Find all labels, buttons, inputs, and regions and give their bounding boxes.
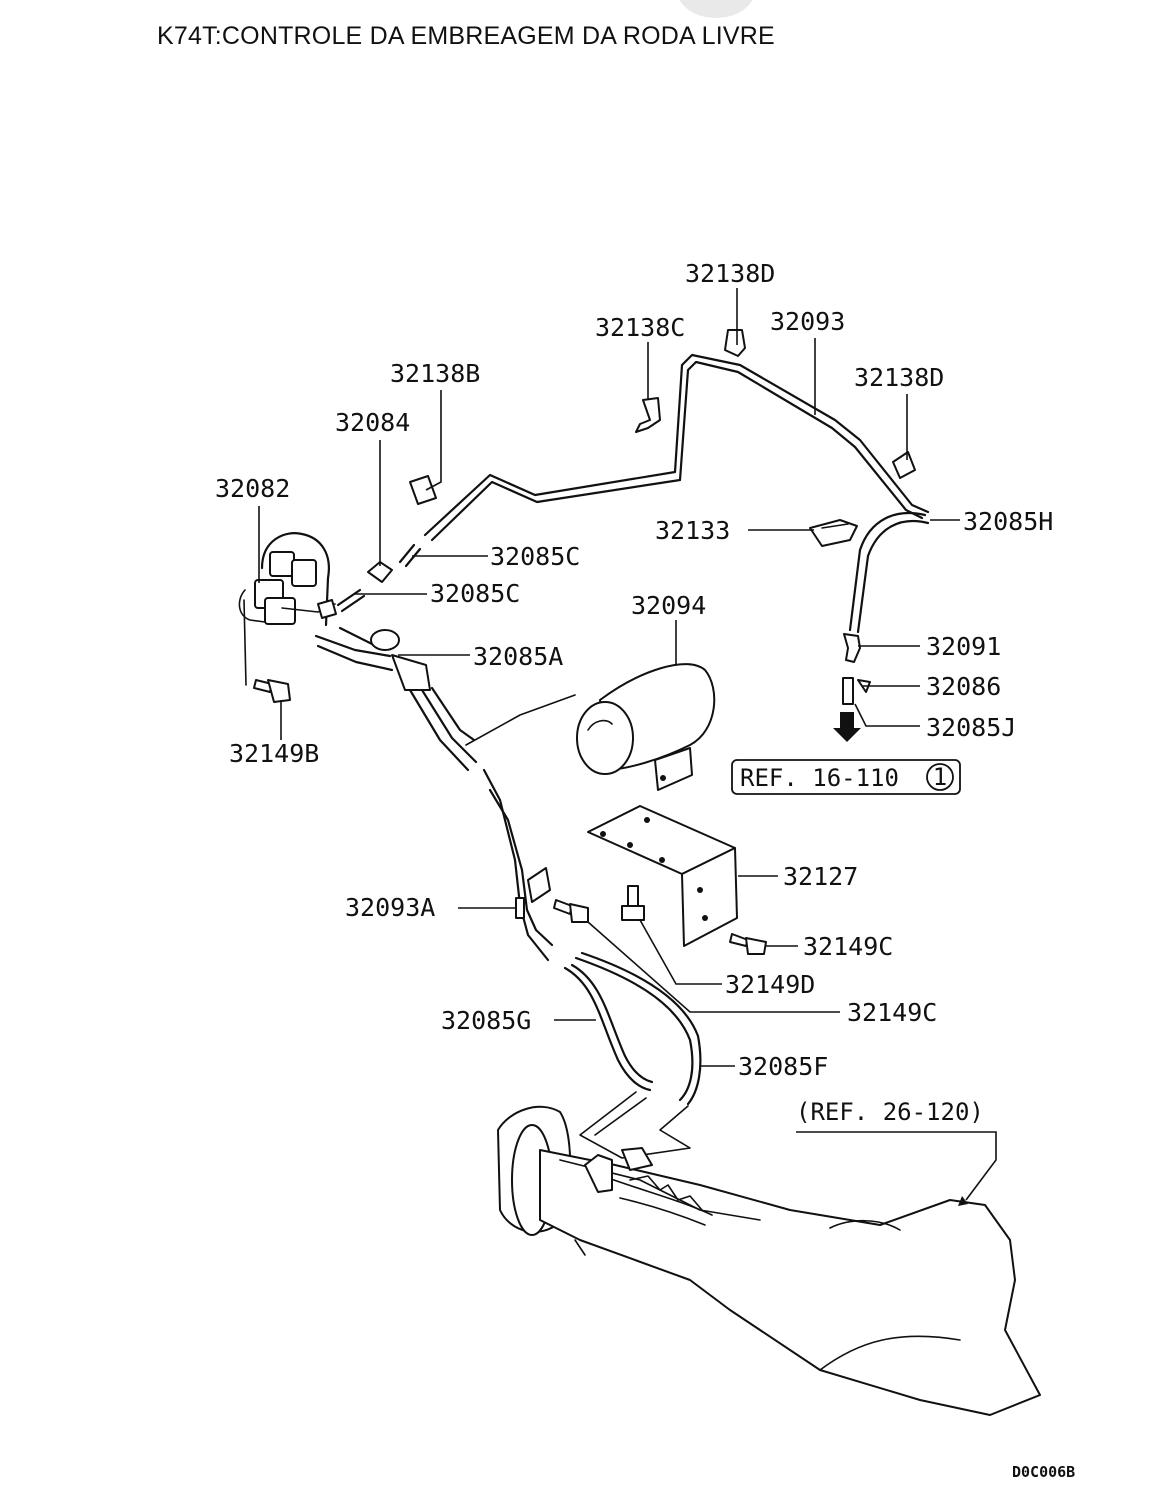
hose-32085H	[848, 511, 930, 634]
axle-housing	[497, 1105, 1041, 1416]
label-32082: 32082	[215, 474, 290, 503]
label-32149D: 32149D	[725, 970, 815, 999]
label-32091: 32091	[926, 632, 1001, 661]
label-32138D-top: 32138D	[685, 259, 775, 288]
bolt-32149B	[253, 679, 291, 703]
clamp-32138B	[409, 475, 437, 505]
label-32084: 32084	[335, 408, 410, 437]
stud-32149D	[621, 885, 645, 921]
label-32093: 32093	[770, 307, 845, 336]
hose-32085C-b	[317, 588, 366, 619]
hose-32085C-a	[398, 543, 422, 568]
clamp-32138C	[635, 397, 661, 433]
filter-32084	[367, 561, 393, 583]
diagram-title: K74T:CONTROLE DA EMBREAGEM DA RODA LIVRE	[157, 22, 775, 50]
pipe-32093	[423, 353, 930, 542]
valve-32133	[809, 519, 858, 547]
plug-32086	[842, 677, 871, 705]
label-32127: 32127	[783, 862, 858, 891]
tank-32094	[576, 663, 716, 791]
solenoid-32082	[238, 532, 336, 686]
label-32094: 32094	[631, 591, 706, 620]
clamp-32138D-top	[724, 329, 746, 357]
label-32138C: 32138C	[595, 313, 685, 342]
hose-32085G	[563, 963, 654, 1092]
label-32085F: 32085F	[738, 1052, 828, 1081]
label-32086: 32086	[926, 672, 1001, 701]
hose-bundle-32085A	[314, 626, 576, 772]
clamp-32138D-right	[892, 451, 916, 479]
ref-16-110-text: REF. 16-110	[740, 764, 899, 792]
leader-lines	[258, 288, 997, 1206]
label-32085A: 32085A	[473, 642, 563, 671]
label-32149C-1: 32149C	[803, 932, 893, 961]
label-32149C-2: 32149C	[847, 998, 937, 1027]
direction-arrow	[833, 712, 861, 742]
label-32085C-1: 32085C	[490, 542, 580, 571]
label-32138B: 32138B	[390, 359, 480, 388]
label-32149B: 32149B	[229, 739, 319, 768]
corner-shape	[676, 0, 756, 18]
ref-16-110-circle-number: 1	[933, 763, 947, 791]
bolt-32149C-lower	[729, 933, 767, 955]
hose-32085F	[574, 951, 702, 1106]
bracket-32127	[587, 805, 738, 947]
label-32093A: 32093A	[345, 893, 435, 922]
label-32138D-right: 32138D	[854, 363, 944, 392]
connector-32091	[843, 633, 861, 663]
drawing-code: D0C006B	[1012, 1463, 1075, 1481]
label-32085C-2: 32085C	[430, 579, 520, 608]
label-32085J: 32085J	[926, 713, 1016, 742]
ref-26-120-text: (REF. 26-120)	[796, 1098, 984, 1126]
label-32085G: 32085G	[441, 1006, 531, 1035]
bolt-32149C-upper	[553, 899, 589, 923]
pipe-32093A	[482, 768, 554, 962]
actuator-linkage	[579, 1091, 691, 1159]
label-32133: 32133	[655, 516, 730, 545]
label-32085H: 32085H	[963, 507, 1053, 536]
ref-16-110-box: REF. 16-110 1	[731, 759, 961, 795]
